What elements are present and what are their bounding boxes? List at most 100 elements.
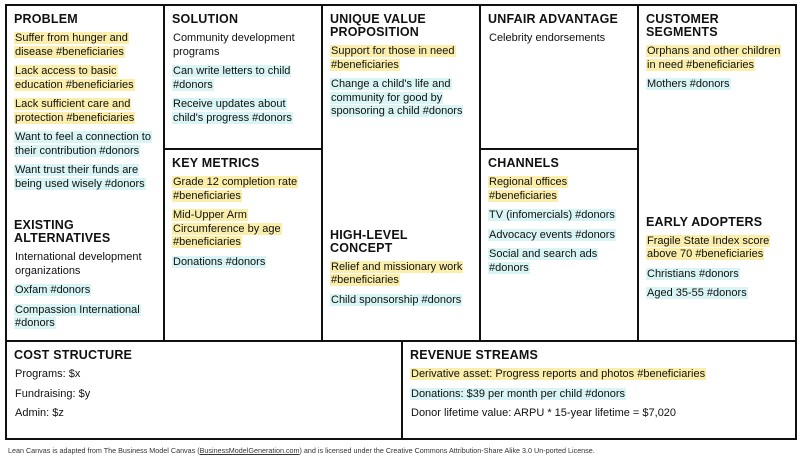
high-level-concept-title: HIGH-LEVEL CONCEPT — [330, 227, 408, 255]
license-footer: Lean Canvas is adapted from The Business… — [8, 446, 595, 455]
list-item: Relief and missionary work #beneficiarie… — [330, 260, 473, 288]
list-item: Orphans and other children in need #bene… — [646, 45, 789, 72]
list-item: Want to feel a connection to their contr… — [14, 131, 157, 158]
list-item: Mothers #donors — [646, 78, 789, 92]
list-item: Admin: $z — [14, 407, 395, 421]
customer-segments-title: CUSTOMER SEGMENTS — [646, 12, 719, 39]
list-item-text: Advocacy events #donors — [488, 228, 616, 241]
list-item: Mid-Upper Arm Circumference by age #bene… — [172, 209, 315, 250]
list-item-text: Christians #donors — [646, 267, 740, 280]
list-item: Fragile State Index score above 70 #bene… — [646, 234, 789, 262]
list-item-text: Admin: $z — [15, 407, 64, 419]
list-item: Receive updates about child's progress #… — [172, 98, 315, 125]
list-item: Oxfam #donors — [14, 284, 157, 298]
uvp-title: UNIQUE VALUE PROPOSITION — [330, 12, 426, 39]
list-item: TV (infomercials) #donors — [488, 209, 631, 223]
list-item: Grade 12 completion rate #beneficiaries — [172, 176, 315, 203]
list-item-text: Social and search ads #donors — [488, 248, 599, 274]
existing-alternatives-title: EXISTING ALTERNATIVES — [14, 218, 111, 245]
list-item: Want trust their funds are being used wi… — [14, 164, 157, 191]
uvp-block: UNIQUE VALUE PROPOSITION Support for tho… — [321, 4, 481, 342]
list-item-text: Relief and missionary work #beneficiarie… — [330, 260, 464, 286]
list-item-text: Suffer from hunger and disease #benefici… — [14, 32, 129, 58]
list-item: Donor lifetime value: ARPU * 15-year lif… — [410, 407, 789, 421]
key-metrics-title: KEY METRICS — [172, 156, 260, 170]
high-level-concept-list: Relief and missionary work #beneficiarie… — [330, 260, 473, 308]
cost-structure-block: COST STRUCTURE Programs: $x Fundraising: … — [5, 340, 403, 440]
list-item: Aged 35-55 #donors — [646, 287, 789, 301]
solution-title: SOLUTION — [172, 12, 239, 26]
problem-title: PROBLEM — [14, 12, 78, 26]
list-item-text: Celebrity endorsements — [489, 32, 606, 44]
list-item: Community development programs — [172, 32, 315, 59]
list-item: Donations: $39 per month per child #dono… — [410, 387, 789, 402]
unfair-advantage-title: UNFAIR ADVANTAGE — [488, 12, 619, 26]
list-item: Support for those in need #beneficiaries — [330, 45, 473, 72]
list-item: International development organizations — [14, 251, 157, 278]
problem-list: Suffer from hunger and disease #benefici… — [14, 32, 157, 191]
early-adopters-list: Fragile State Index score above 70 #bene… — [646, 234, 789, 301]
channels-block: CHANNELS Regional offices #beneficiaries… — [479, 148, 639, 342]
list-item-text: Regional offices #beneficiaries — [488, 176, 569, 202]
unfair-advantage-list: Celebrity endorsements — [488, 32, 631, 46]
list-item-text: Compassion International #donors — [14, 303, 141, 329]
list-item-text: Aged 35-55 #donors — [646, 287, 748, 299]
list-item-text: Derivative asset: Progress reports and p… — [410, 368, 707, 380]
list-item-text: Want to feel a connection to their contr… — [14, 131, 152, 157]
channels-title: CHANNELS — [488, 156, 560, 170]
list-item-text: Programs: $x — [15, 368, 81, 380]
list-item: Advocacy events #donors — [488, 228, 631, 243]
list-item-text: Want trust their funds are being used wi… — [14, 164, 146, 190]
revenue-streams-block: REVENUE STREAMS Derivative asset: Progre… — [401, 340, 797, 440]
early-adopters-title: EARLY ADOPTERS — [646, 214, 763, 229]
list-item: Christians #donors — [646, 267, 789, 282]
list-item-text: Mid-Upper Arm Circumference by age #bene… — [172, 209, 282, 248]
list-item: Celebrity endorsements — [488, 32, 631, 46]
list-item-text: Support for those in need #beneficiaries — [330, 45, 456, 71]
channels-list: Regional offices #beneficiaries TV (infom… — [488, 176, 631, 275]
list-item-text: Lack sufficient care and protection #ben… — [14, 98, 136, 124]
list-item: Donations #donors — [172, 255, 315, 270]
revenue-streams-list: Derivative asset: Progress reports and p… — [410, 368, 789, 421]
list-item: Lack sufficient care and protection #ben… — [14, 98, 157, 125]
list-item: Derivative asset: Progress reports and p… — [410, 368, 789, 382]
key-metrics-block: KEY METRICS Grade 12 completion rate #be… — [163, 148, 323, 342]
list-item-text: Orphans and other children in need #bene… — [646, 45, 782, 71]
list-item-text: Donations #donors — [172, 255, 267, 268]
list-item-text: TV (infomercials) #donors — [488, 209, 616, 221]
list-item-text: Donor lifetime value: ARPU * 15-year lif… — [411, 407, 677, 419]
list-item-text: Fragile State Index score above 70 #bene… — [646, 234, 771, 260]
list-item-text: Lack access to basic education #benefici… — [14, 65, 135, 91]
list-item-text: Oxfam #donors — [14, 284, 92, 296]
revenue-streams-title: REVENUE STREAMS — [410, 348, 539, 362]
lean-canvas: PROBLEM Suffer from hunger and disease #… — [5, 4, 797, 440]
list-item: Regional offices #beneficiaries — [488, 176, 631, 203]
customer-segments-block: CUSTOMER SEGMENTS Orphans and other chil… — [637, 4, 797, 342]
list-item-text: Child sponsorship #donors — [330, 293, 463, 306]
list-item-text: Mothers #donors — [646, 78, 731, 90]
list-item: Compassion International #donors — [14, 303, 157, 331]
list-item-text: Fundraising: $y — [15, 387, 91, 400]
list-item: Social and search ads #donors — [488, 248, 631, 275]
uvp-list: Support for those in need #beneficiaries… — [330, 45, 473, 119]
list-item: Can write letters to child #donors — [172, 65, 315, 92]
list-item-text: Receive updates about child's progress #… — [172, 98, 293, 124]
list-item-text: Grade 12 completion rate #beneficiaries — [172, 176, 299, 202]
footer-suffix: ) and is licensed under the Creative Com… — [299, 446, 595, 455]
list-item: Fundraising: $y — [14, 388, 395, 402]
list-item-text: International development organizations — [15, 251, 142, 277]
list-item: Change a child's life and community for … — [330, 78, 473, 119]
customer-segments-list: Orphans and other children in need #bene… — [646, 45, 789, 92]
unfair-advantage-block: UNFAIR ADVANTAGE Celebrity endorsements — [479, 4, 639, 150]
list-item-text: Community development programs — [173, 32, 295, 58]
cost-structure-list: Programs: $x Fundraising: $y Admin: $z — [14, 368, 395, 421]
list-item-text: Can write letters to child #donors — [172, 65, 292, 91]
problem-block: PROBLEM Suffer from hunger and disease #… — [5, 4, 165, 342]
footer-link[interactable]: BusinessModelGeneration.com — [199, 446, 300, 455]
list-item: Suffer from hunger and disease #benefici… — [14, 32, 157, 59]
cost-structure-title: COST STRUCTURE — [14, 348, 133, 362]
